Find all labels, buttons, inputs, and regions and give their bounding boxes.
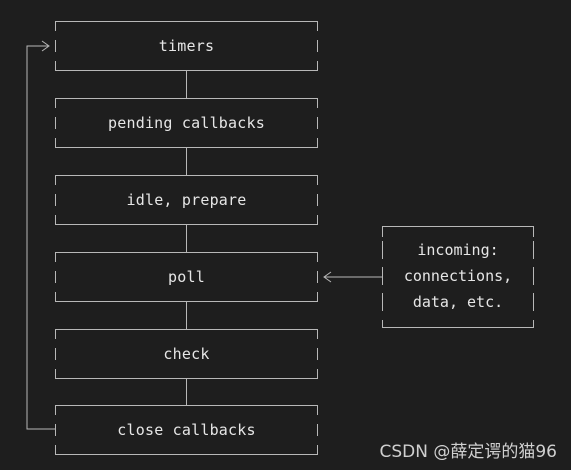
connector	[186, 302, 187, 329]
stage-timers: timers	[55, 21, 318, 71]
stage-close-callbacks: close callbacks	[55, 405, 318, 455]
incoming-arrowhead	[323, 271, 332, 283]
stage-label-pending-callbacks: pending callbacks	[108, 114, 265, 132]
loop-arrowhead	[41, 40, 50, 52]
stage-label-check: check	[163, 345, 210, 363]
stage-label-idle-prepare: idle, prepare	[126, 191, 247, 209]
stage-idle-prepare: idle, prepare	[55, 175, 318, 225]
watermark: CSDN @薛定谔的猫96	[379, 442, 557, 462]
connector	[186, 71, 187, 98]
incoming-line-3: data, etc.	[412, 293, 504, 311]
connector	[186, 379, 187, 405]
incoming-line-2: connections,	[403, 267, 513, 285]
connector	[186, 225, 187, 252]
stage-label-close-callbacks: close callbacks	[117, 421, 256, 439]
stage-check: check	[55, 329, 318, 379]
stage-pending-callbacks: pending callbacks	[55, 98, 318, 148]
stage-poll: poll	[55, 252, 318, 302]
loop-back-line	[26, 45, 55, 430]
incoming-line-1: incoming:	[417, 241, 499, 259]
stage-label-poll: poll	[168, 268, 205, 286]
incoming-box: incoming: connections, data, etc.	[382, 226, 534, 328]
connector	[186, 148, 187, 175]
stage-label-timers: timers	[158, 37, 215, 55]
